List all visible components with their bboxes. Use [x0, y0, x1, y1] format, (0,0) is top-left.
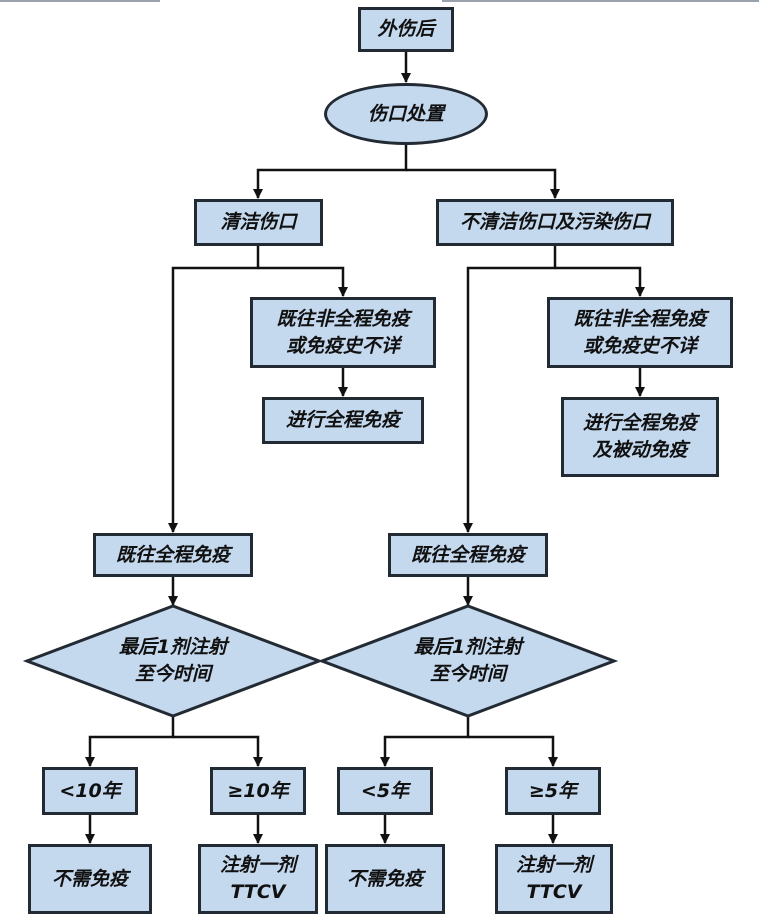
dirty-decision-label: 最后1剂注射 至今时间 [413, 636, 523, 685]
arrow-dirty-decision-to-lt [380, 717, 470, 767]
arrow-dirty-to-incomplete [555, 266, 645, 297]
arrow-clean-to-incomplete [258, 266, 348, 297]
clean-decision-diamond [22, 604, 324, 718]
clean-no-immunization-node: 不需免疫 [28, 844, 152, 914]
clean-ttcv-node: 注射一剂 TTCV [198, 844, 318, 914]
arrow-clean-decision-to-lt [85, 717, 175, 767]
dirty-full-passive-node: 进行全程免疫 及被动免疫 [561, 397, 719, 477]
arrow-clean-to-complete [168, 246, 260, 533]
top-border-left [0, 0, 160, 2]
arrow-wound-care-to-clean [253, 145, 408, 199]
clean-wound-node: 清洁伤口 [194, 199, 323, 246]
clean-lt-10y-node: <10年 [42, 767, 138, 815]
dirty-no-immunization-node: 不需免疫 [325, 844, 445, 914]
clean-full-course-node: 进行全程免疫 [262, 397, 424, 444]
clean-incomplete-history-node: 既往非全程免疫 或免疫史不详 [250, 297, 436, 368]
dirty-lt-5y-node: <5年 [337, 767, 433, 815]
arrow-clean-decision-to-ge [173, 735, 263, 767]
arrow-dirty-decision-to-ge [468, 735, 558, 767]
start-node: 外伤后 [358, 7, 454, 52]
dirty-decision-diamond [317, 604, 619, 718]
dirty-ge-5y-node: ≥5年 [505, 767, 601, 815]
dirty-incomplete-history-node: 既往非全程免疫 或免疫史不详 [547, 297, 733, 368]
arrow-dirty-to-complete [463, 246, 557, 533]
dirty-wound-node: 不清洁伤口及污染伤口 [436, 199, 674, 246]
wound-care-node: 伤口处置 [324, 83, 488, 145]
clean-decision-label: 最后1剂注射 至今时间 [118, 636, 228, 685]
arrow-wound-care-to-dirty [406, 168, 560, 199]
top-border-right [442, 0, 759, 2]
dirty-ttcv-node: 注射一剂 TTCV [495, 844, 613, 914]
dirty-complete-history-node: 既往全程免疫 [388, 533, 548, 577]
clean-complete-history-node: 既往全程免疫 [93, 533, 253, 577]
clean-ge-10y-node: ≥10年 [210, 767, 306, 815]
